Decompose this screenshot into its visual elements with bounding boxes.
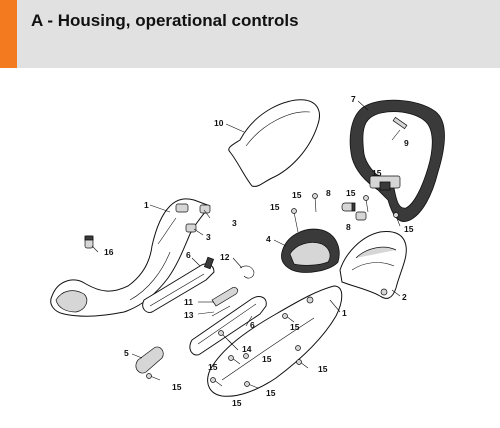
header-accent-bar [0,0,17,68]
part-13-spring[interactable] [211,305,231,317]
callout-3: 3 [232,218,237,228]
exploded-parts-diagram: 10 7 9 15 8 15 15 8 15 1 3 3 4 16 6 12 2… [50,94,445,408]
leader-lines [91,100,401,359]
callout-15: 15 [290,322,300,332]
callout-15: 15 [232,398,242,408]
callout-15: 15 [404,224,414,234]
callout-8: 8 [326,188,331,198]
callout-15: 15 [266,388,276,398]
callout-7: 7 [351,94,356,104]
part-8-sleeves[interactable] [341,202,367,221]
part-6-trigger[interactable] [189,296,267,356]
part-9-grip-pin[interactable] [392,116,408,130]
callout-1: 1 [144,200,149,210]
callout-12: 12 [220,252,230,262]
page-title: A - Housing, operational controls [31,11,299,30]
part-11-lock-lever[interactable] [211,287,238,307]
part-7-front-handle[interactable] [349,99,445,222]
callout-15: 15 [172,382,182,392]
callout-9: 9 [404,138,409,148]
part-3-clips[interactable] [185,204,211,233]
callout-6: 6 [250,320,255,330]
callout-15: 15 [372,168,382,178]
part-12-spring[interactable] [239,265,255,279]
part-15-screws-top[interactable] [291,193,401,233]
callout-6: 6 [186,250,191,260]
callout-2: 2 [402,292,407,302]
callout-14: 14 [242,344,252,354]
callout-3: 3 [206,232,211,242]
callout-15: 15 [262,354,272,364]
part-16-bush[interactable] [84,235,94,249]
callout-15: 15 [318,364,328,374]
part-5-plug[interactable] [135,346,164,374]
callout-5: 5 [124,348,129,358]
callout-15: 15 [208,362,218,372]
callout-15: 15 [270,202,280,212]
part-10-hand-guard[interactable] [228,99,320,187]
callout-labels: 10 7 9 15 8 15 15 8 15 1 3 3 4 16 6 12 2… [104,94,414,408]
part-2-side-cover[interactable] [339,231,407,299]
page-header: A - Housing, operational controls [0,0,500,68]
callout-16: 16 [104,247,114,257]
part-6-switch-lever[interactable] [142,256,215,313]
part-15-screws-bottom[interactable] [146,313,309,389]
callout-15: 15 [292,190,302,200]
callout-8: 8 [346,222,351,232]
callout-15: 15 [346,188,356,198]
callout-4: 4 [266,234,271,244]
part-4-cover[interactable] [281,228,340,273]
part-1-housing-left[interactable] [50,198,211,317]
part-1-housing-right[interactable] [207,285,343,397]
callout-11: 11 [184,297,193,307]
callout-10: 10 [214,118,224,128]
callout-1: 1 [342,308,347,318]
callout-13: 13 [184,310,194,320]
